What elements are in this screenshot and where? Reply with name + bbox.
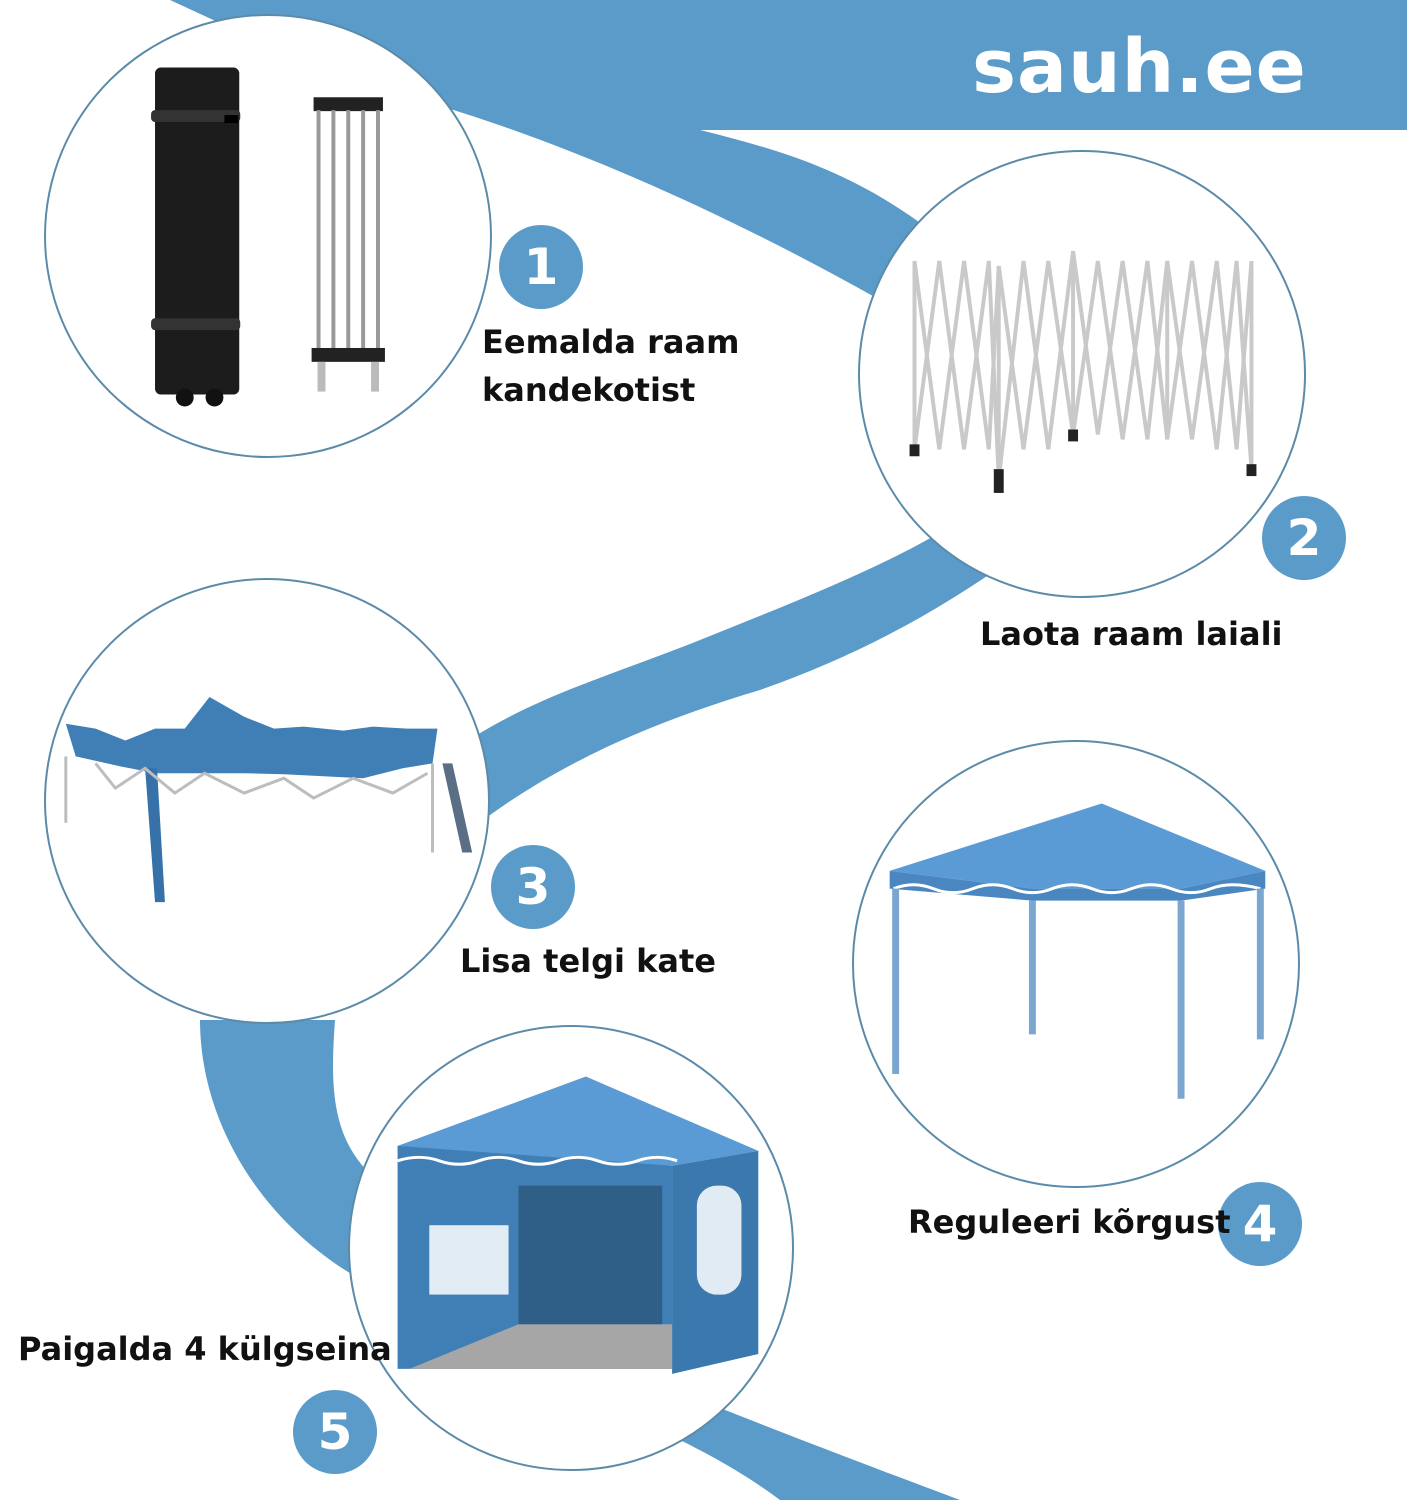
tent-cover-on-frame-icon <box>64 696 473 903</box>
step-2-image <box>858 150 1306 598</box>
step-4-badge: 4 <box>1218 1182 1302 1266</box>
step-1-caption-line-1: Eemalda raam <box>482 323 740 361</box>
step-1-badge: 1 <box>499 225 583 309</box>
step-2-caption: Laota raam laiali <box>980 615 1283 653</box>
step-3-caption: Lisa telgi kate <box>460 942 716 980</box>
step-3-image <box>44 578 490 1024</box>
step-3-badge: 3 <box>491 845 575 929</box>
step-1-image <box>44 14 492 458</box>
step-5-badge: 5 <box>293 1390 377 1474</box>
step-5-image <box>348 1025 794 1471</box>
step-2-badge: 2 <box>1262 496 1346 580</box>
step-5-caption: Paigalda 4 külgseina <box>18 1330 392 1368</box>
tent-with-side-walls-icon <box>397 1076 759 1374</box>
tent-bag-and-folded-frame-icon <box>151 67 385 407</box>
step-1-caption-line-2: kandekotist <box>482 371 696 409</box>
brand-title: sauh.ee <box>972 24 1307 110</box>
step-4-image <box>852 740 1300 1188</box>
gazebo-tent-icon <box>889 803 1266 1099</box>
step-4-caption: Reguleeri kõrgust <box>908 1203 1231 1241</box>
expanded-frame-icon <box>909 250 1257 493</box>
